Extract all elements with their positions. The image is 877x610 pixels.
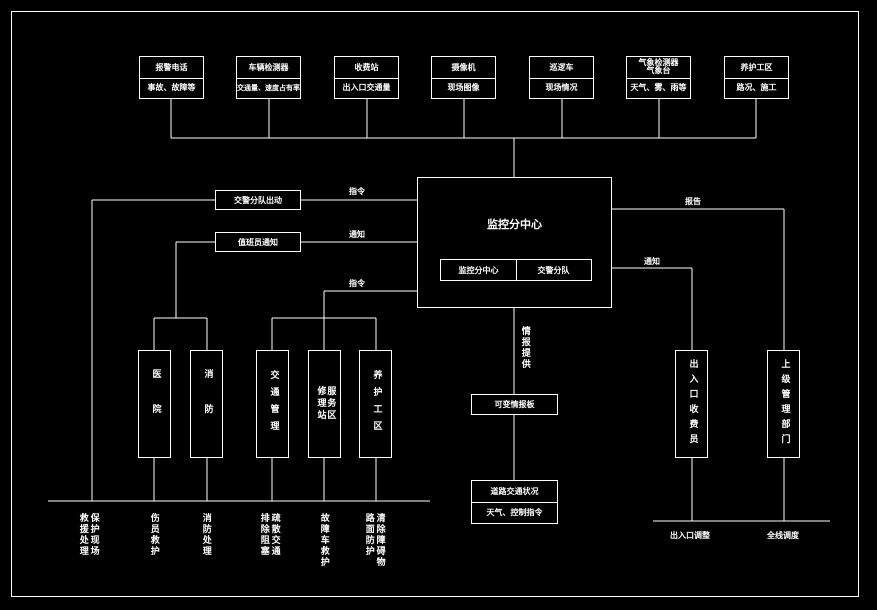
unit-label: 消防 <box>202 369 213 439</box>
flow-label-command: 指令 <box>349 187 365 196</box>
unit-box-fire: 消防 <box>190 350 223 458</box>
unit-label: 医院 <box>150 369 161 439</box>
source-box-toll-station: 收费站 出入口交通量 <box>334 56 399 99</box>
center-right-cell: 交警分队 <box>537 265 570 275</box>
police-dispatch-box: 交警分队出动 <box>215 190 301 210</box>
center-left-cell: 监控分中心 <box>458 265 499 275</box>
vms-box: 可变情报板 <box>471 394 558 415</box>
action-label: 清除障碍物 路面防护 <box>363 513 385 568</box>
right-action-label: 全线调度 <box>767 531 799 540</box>
action-label: 疏散交通 排除阻塞 <box>258 513 280 557</box>
flow-label-notify: 通知 <box>349 230 365 239</box>
unit-label: 出入口收费员 <box>687 359 698 449</box>
unit-box-toll-collector: 出入口收费员 <box>675 350 708 458</box>
source-title: 养护工区 <box>740 62 773 72</box>
road-info-sub: 天气、控制指令 <box>486 508 543 517</box>
source-sub: 现场情况 <box>545 83 578 93</box>
source-title: 气象检测器 气象台 <box>638 58 679 76</box>
source-title: 车辆检测器 <box>248 62 289 72</box>
flow-label-notify: 通知 <box>644 257 660 266</box>
unit-box-upper-management: 上级管理部门 <box>767 350 800 458</box>
unit-box-traffic-management: 交通管理 <box>256 350 289 458</box>
unit-label: 养护工区 <box>371 370 382 438</box>
source-sub: 现场图像 <box>447 83 480 93</box>
flow-label-report: 报告 <box>685 197 701 206</box>
unit-label: 上级管理部门 <box>779 359 790 449</box>
source-sub: 出入口交通量 <box>342 83 391 93</box>
duty-notify-label: 值班员通知 <box>238 237 278 247</box>
source-sub: 路况、施工 <box>736 83 777 93</box>
action-label: 保护现场 救援处理 <box>77 513 99 557</box>
unit-box-hospital: 医院 <box>138 350 171 458</box>
action-label: 伤员救护 <box>148 513 159 557</box>
flow-label-info: 情报提供 <box>519 326 530 370</box>
source-box-vehicle-detector: 车辆检测器 交通量、速度占有率 <box>236 56 301 99</box>
source-title: 巡逻车 <box>549 62 574 72</box>
source-sub: 事故、故障等 <box>147 83 196 93</box>
road-info-title: 道路交通状况 <box>490 487 539 496</box>
vms-label: 可变情报板 <box>494 400 535 409</box>
unit-box-maintenance: 养护工区 <box>359 350 392 458</box>
source-box-patrol-car: 巡逻车 现场情况 <box>529 56 594 99</box>
source-box-maintenance-area: 养护工区 路况、施工 <box>724 56 789 99</box>
center-title: 监控分中心 <box>487 218 542 231</box>
source-box-alarm-phone: 报警电话 事故、故障等 <box>139 56 204 99</box>
unit-label: 交通管理 <box>268 370 279 438</box>
monitoring-center-box: 监控分中心 监控分中心 交警分队 <box>417 177 612 308</box>
source-title: 收费站 <box>354 62 379 72</box>
unit-box-service-repair: 服务区 修理站 <box>308 350 341 458</box>
source-box-weather: 气象检测器 气象台 天气、雾、雨等 <box>626 56 691 99</box>
source-sub: 天气、雾、雨等 <box>630 83 687 93</box>
action-label: 故障车救护 <box>318 513 329 568</box>
source-box-camera: 摄像机 现场图像 <box>431 56 496 99</box>
center-inner-box: 监控分中心 交警分队 <box>440 259 592 281</box>
flow-label-command: 指令 <box>349 279 365 288</box>
drawing-frame <box>11 11 859 597</box>
unit-label: 服务区 修理站 <box>315 386 336 422</box>
right-action-label: 出入口调整 <box>670 531 710 540</box>
duty-notify-box: 值班员通知 <box>215 232 301 252</box>
source-title: 摄像机 <box>451 62 476 72</box>
source-title: 报警电话 <box>155 62 188 72</box>
police-dispatch-label: 交警分队出动 <box>234 195 282 205</box>
action-label: 消防处理 <box>200 513 211 557</box>
source-sub: 交通量、速度占有率 <box>237 83 300 92</box>
road-info-box: 道路交通状况 天气、控制指令 <box>471 480 558 524</box>
